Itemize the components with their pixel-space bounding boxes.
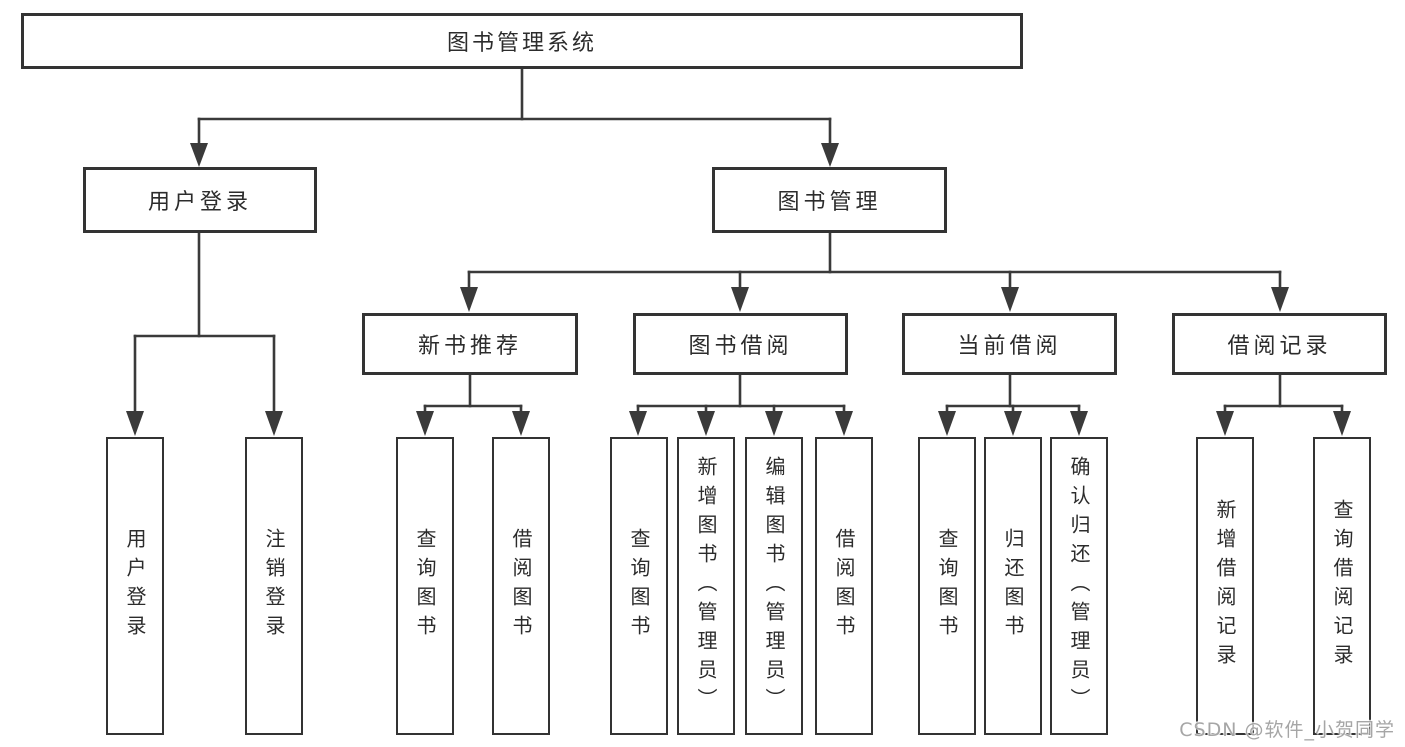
node-leaf-return-book: 归还图书 — [984, 437, 1042, 735]
node-leaf-add-book-admin: 新增图书（管理员） — [677, 437, 735, 735]
node-leaf-edit-book-admin-label: 编辑图书（管理员） — [762, 455, 786, 717]
node-leaf-add-borrow-record: 新增借阅记录 — [1196, 437, 1254, 735]
node-borrow-record: 借阅记录 — [1172, 313, 1387, 375]
node-root-label: 图书管理系统 — [446, 31, 597, 56]
node-leaf-logout-label: 注销登录 — [262, 528, 286, 644]
node-book-mgmt-label: 图书管理 — [777, 190, 882, 215]
node-root: 图书管理系统 — [21, 13, 1023, 69]
node-leaf-borrow-books-recommend: 借阅图书 — [492, 437, 550, 735]
node-leaf-query-books-current-label: 查询图书 — [935, 528, 959, 644]
connector-user-login-branch — [126, 231, 283, 436]
node-book-borrow-label: 图书借阅 — [688, 334, 793, 359]
node-user-login: 用户登录 — [83, 167, 317, 233]
connector-book-mgmt-branch — [460, 231, 1289, 312]
node-current-borrow: 当前借阅 — [902, 313, 1117, 375]
node-leaf-query-borrow-record-label: 查询借阅记录 — [1330, 499, 1354, 673]
connector-book-borrow-branch — [629, 372, 853, 436]
node-leaf-edit-book-admin: 编辑图书（管理员） — [745, 437, 803, 735]
node-leaf-confirm-return-admin-label: 确认归还（管理员） — [1067, 455, 1091, 717]
node-leaf-user-login-label: 用户登录 — [123, 528, 147, 644]
connector-borrow-record-branch — [1216, 372, 1351, 436]
node-leaf-query-books-recommend: 查询图书 — [396, 437, 454, 735]
node-leaf-borrow-books: 借阅图书 — [815, 437, 873, 735]
node-leaf-add-borrow-record-label: 新增借阅记录 — [1213, 499, 1237, 673]
node-new-book-recommend-label: 新书推荐 — [417, 334, 522, 359]
node-borrow-record-label: 借阅记录 — [1227, 334, 1332, 359]
node-leaf-query-borrow-record: 查询借阅记录 — [1313, 437, 1371, 735]
node-leaf-query-books-recommend-label: 查询图书 — [413, 528, 437, 644]
node-book-mgmt: 图书管理 — [712, 167, 947, 233]
node-new-book-recommend: 新书推荐 — [362, 313, 578, 375]
node-leaf-user-login: 用户登录 — [106, 437, 164, 735]
node-leaf-borrow-books-recommend-label: 借阅图书 — [509, 528, 533, 644]
connector-current-borrow-branch — [938, 372, 1088, 436]
connector-root — [190, 67, 839, 167]
node-leaf-query-books-borrow: 查询图书 — [610, 437, 668, 735]
node-leaf-logout: 注销登录 — [245, 437, 303, 735]
csdn-watermark: CSDN @软件_小贺同学 — [1179, 719, 1395, 741]
node-leaf-query-books-current: 查询图书 — [918, 437, 976, 735]
node-current-borrow-label: 当前借阅 — [957, 334, 1062, 359]
node-leaf-return-book-label: 归还图书 — [1001, 528, 1025, 644]
node-user-login-label: 用户登录 — [147, 190, 252, 215]
node-leaf-confirm-return-admin: 确认归还（管理员） — [1050, 437, 1108, 735]
node-leaf-borrow-books-label: 借阅图书 — [832, 528, 856, 644]
node-book-borrow: 图书借阅 — [633, 313, 848, 375]
node-leaf-add-book-admin-label: 新增图书（管理员） — [694, 455, 718, 717]
connector-new-book-branch — [416, 372, 530, 436]
node-leaf-query-books-borrow-label: 查询图书 — [627, 528, 651, 644]
